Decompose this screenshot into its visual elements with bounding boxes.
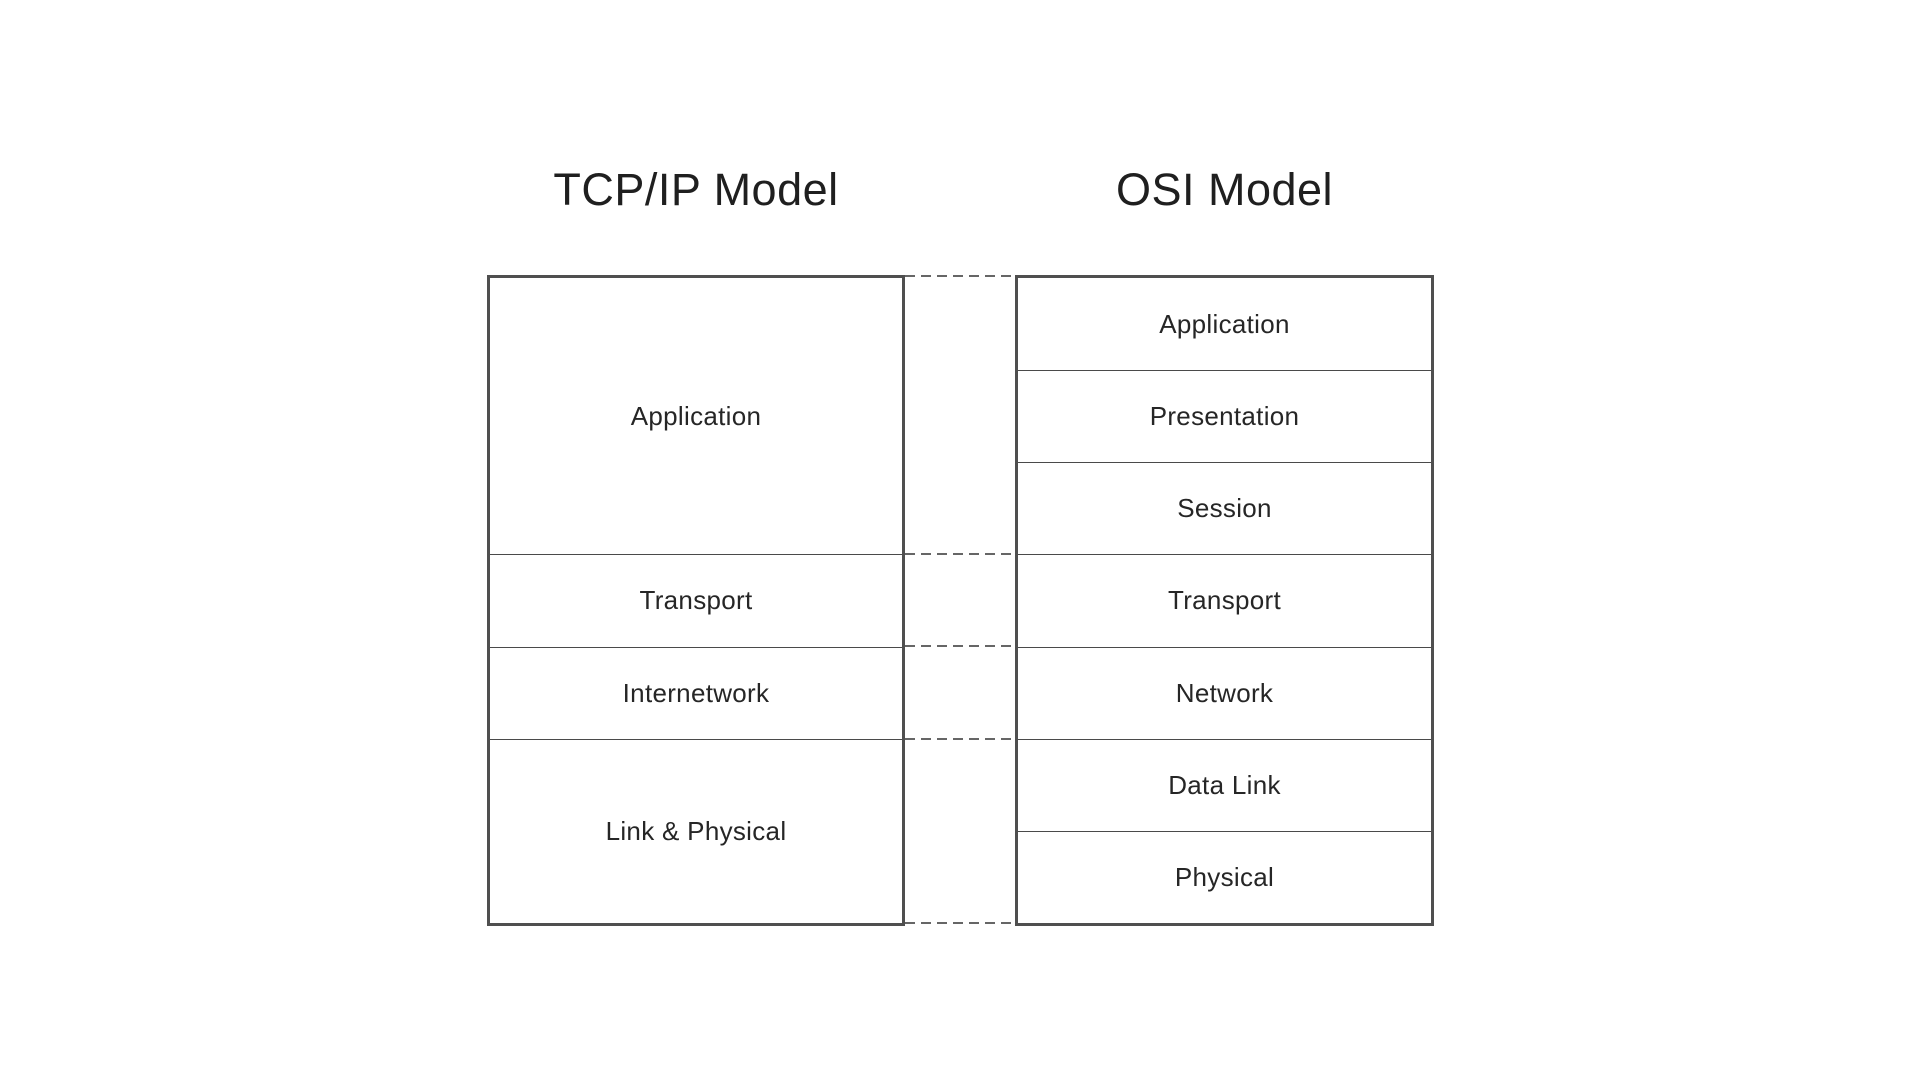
tcpip-layer-application: Application	[490, 278, 902, 554]
connector-dashed-line-bottom	[905, 922, 1015, 924]
osi-model-box: Application Presentation Session Transpo…	[1015, 275, 1434, 926]
tcpip-layer-transport-label: Transport	[639, 585, 753, 616]
osi-layer-application: Application	[1018, 278, 1431, 370]
tcpip-layer-link-physical-label: Link & Physical	[605, 815, 787, 846]
osi-layer-data-link-label: Data Link	[1168, 769, 1281, 800]
tcpip-model-title: TCP/IP Model	[553, 164, 839, 215]
osi-model-title: OSI Model	[1115, 164, 1334, 215]
connector-dashed-line-top	[905, 275, 1015, 277]
osi-layer-presentation: Presentation	[1018, 370, 1431, 462]
connector-dashed-line-transport-network	[905, 645, 1015, 647]
osi-layer-session: Session	[1018, 462, 1431, 554]
tcpip-layer-transport: Transport	[490, 554, 902, 646]
tcpip-layer-internetwork-label: Internetwork	[622, 677, 770, 708]
tcpip-layer-application-label: Application	[630, 400, 762, 431]
tcpip-model-box: Application Transport Internetwork Link …	[487, 275, 905, 926]
osi-layer-transport: Transport	[1018, 554, 1431, 646]
connector-dashed-line-network-datalink	[905, 738, 1015, 740]
osi-layer-network: Network	[1018, 646, 1431, 739]
osi-layer-session-label: Session	[1177, 493, 1272, 524]
osi-layer-application-label: Application	[1159, 308, 1290, 339]
connector-dashed-line-application-transport	[905, 553, 1015, 555]
tcpip-layer-internetwork: Internetwork	[490, 646, 902, 739]
tcpip-layer-link-physical: Link & Physical	[490, 738, 902, 923]
osi-layer-physical-label: Physical	[1174, 861, 1275, 892]
osi-layer-presentation-label: Presentation	[1149, 401, 1300, 432]
osi-layer-network-label: Network	[1175, 677, 1274, 708]
osi-layer-transport-label: Transport	[1168, 585, 1281, 616]
osi-layer-data-link: Data Link	[1018, 738, 1431, 831]
osi-layer-physical: Physical	[1018, 830, 1431, 923]
